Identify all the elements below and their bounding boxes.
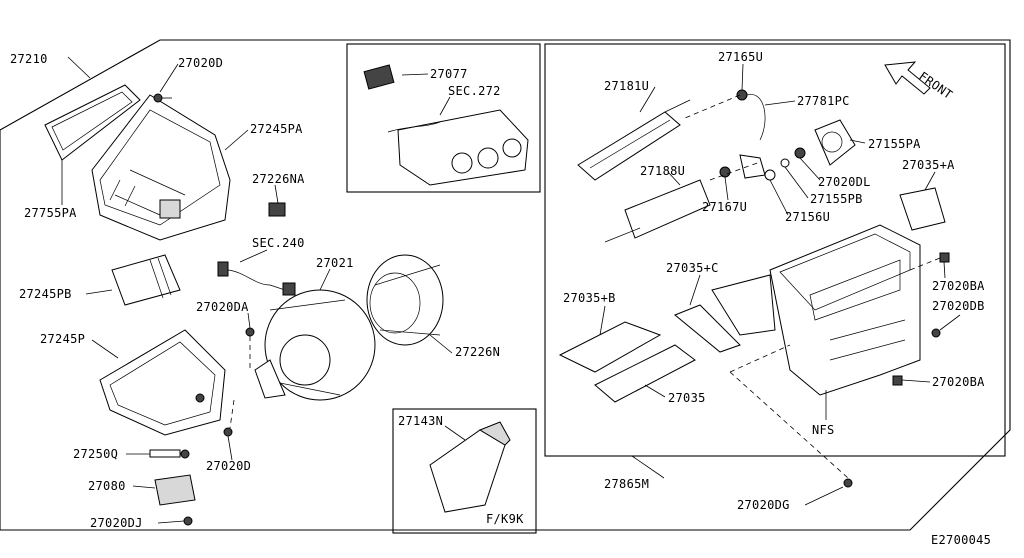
label-sec272: SEC.272 <box>448 84 501 98</box>
label-27020ba-top: 27020BA <box>932 279 985 293</box>
label-27077: 27077 <box>430 67 468 81</box>
screw-27020db <box>931 328 941 338</box>
screw-27020d-top <box>153 93 172 103</box>
label-sec240: SEC.240 <box>252 236 305 250</box>
filter-27245pb <box>111 254 181 306</box>
heater-core-27181u <box>577 99 691 181</box>
label-27226n: 27226N <box>455 345 500 359</box>
heater-unit-frame <box>544 43 1006 457</box>
seal-27755pa <box>44 84 141 161</box>
f-k9k-frame <box>392 408 537 534</box>
screw-27020d-bottom <box>223 427 233 437</box>
label-27181u: 27181U <box>604 79 649 93</box>
label-27080: 27080 <box>88 479 126 493</box>
label-nfs: NFS <box>812 423 835 437</box>
seal-27035b <box>558 321 662 373</box>
link-27250q <box>149 449 190 459</box>
label-27035a: 27035+A <box>902 158 955 172</box>
resistor-27226na <box>268 202 286 217</box>
label-27143n: 27143N <box>398 414 443 428</box>
label-27165u: 27165U <box>718 50 763 64</box>
label-27035c: 27035+C <box>666 261 719 275</box>
label-27245pb: 27245PB <box>19 287 72 301</box>
part-27143n <box>429 421 511 513</box>
label-27020db: 27020DB <box>932 299 985 313</box>
label-27020d-bottom: 27020D <box>206 459 251 473</box>
left-leader-lines <box>61 56 453 524</box>
evaporator-27188u <box>604 179 711 243</box>
seal-27035a <box>899 187 946 231</box>
label-27020d-top: 27020D <box>178 56 223 70</box>
heater-case-27865m <box>711 224 921 396</box>
harness-sec240 <box>217 261 296 296</box>
sec272-frame <box>346 43 541 193</box>
label-27020dj: 27020DJ <box>90 516 143 530</box>
label-27020dl: 27020DL <box>818 175 871 189</box>
label-27156u: 27156U <box>785 210 830 224</box>
label-27245p: 27245P <box>40 332 85 346</box>
lower-case-27245p <box>99 329 226 436</box>
screw-27020dg <box>843 478 853 488</box>
label-27167u: 27167U <box>702 200 747 214</box>
label-fk9k: F/K9K <box>486 512 524 526</box>
label-27865m: 27865M <box>604 477 649 491</box>
label-27020dg: 27020DG <box>737 498 790 512</box>
label-27035: 27035 <box>668 391 706 405</box>
heater-leader-lines <box>599 63 961 506</box>
gasket-27155pa <box>814 119 856 166</box>
label-27035b: 27035+B <box>563 291 616 305</box>
label-27210: 27210 <box>10 52 48 66</box>
label-27021: 27021 <box>316 256 354 270</box>
outer-frame <box>0 39 1011 531</box>
label-27155pb: 27155PB <box>810 192 863 206</box>
diagram-id: E2700045 <box>931 533 991 547</box>
label-27250q: 27250Q <box>73 447 118 461</box>
screw-27020da <box>245 327 255 337</box>
leader-sec272 <box>439 96 451 116</box>
label-27188u: 27188U <box>640 164 685 178</box>
intake-duct-27245pa <box>91 94 231 241</box>
actuator-27080 <box>154 474 196 506</box>
label-27155pa: 27155PA <box>868 137 921 151</box>
sensor-27165u <box>736 89 766 141</box>
label-27226na: 27226NA <box>252 172 305 186</box>
label-27020da: 27020DA <box>196 300 249 314</box>
label-27245pa: 27245PA <box>250 122 303 136</box>
clip-27020ba-top <box>939 252 950 263</box>
expansion-parts <box>719 147 806 181</box>
label-27020ba-bottom: 27020BA <box>932 375 985 389</box>
seal-27035c <box>674 304 741 353</box>
label-27755pa: 27755PA <box>24 206 77 220</box>
screw-27020dj <box>183 516 193 526</box>
leader-27077 <box>401 73 429 76</box>
front-arrow <box>884 61 931 95</box>
blower-fan-27226n <box>366 254 444 346</box>
clip-27020ba-bottom <box>892 375 903 386</box>
control-unit-sec272 <box>363 64 529 186</box>
blower-housing-27021 <box>254 289 376 401</box>
seal-27035 <box>594 344 696 403</box>
label-27781pc: 27781PC <box>797 94 850 108</box>
